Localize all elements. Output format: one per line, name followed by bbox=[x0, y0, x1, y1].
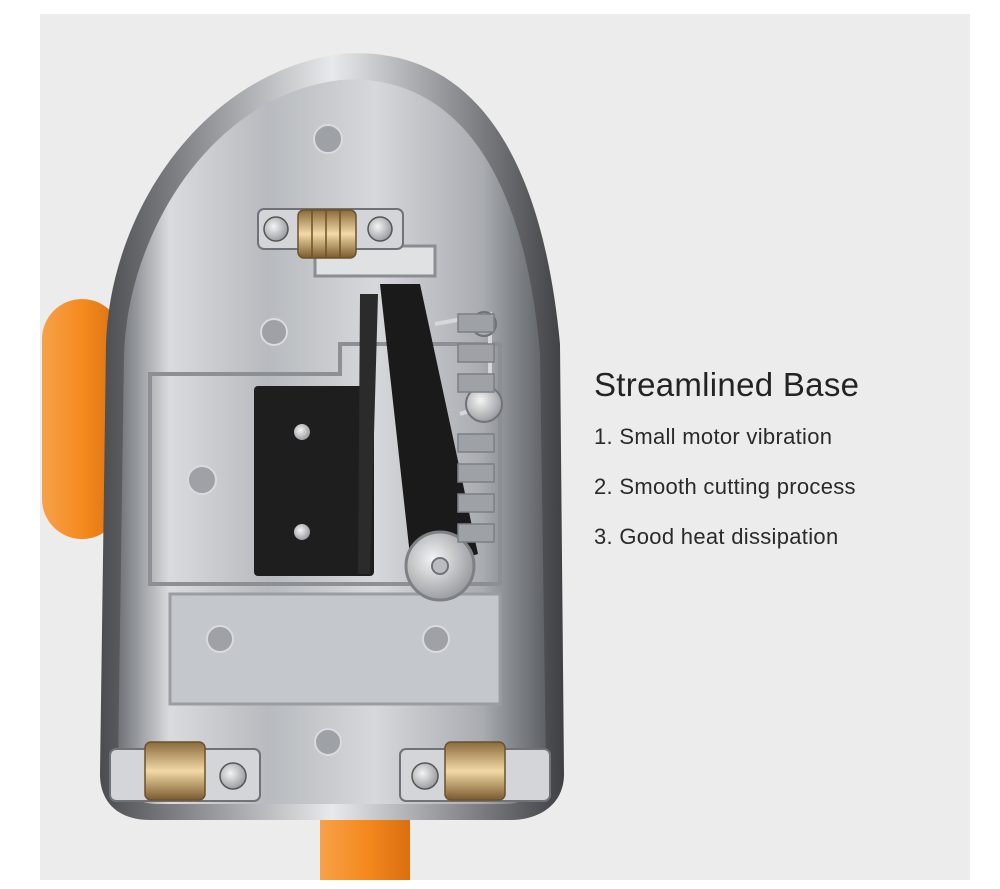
feature-title: Streamlined Base bbox=[594, 366, 860, 403]
feature-list: 1. Small motor vibration 2. Smooth cutti… bbox=[594, 426, 859, 548]
product-photo-panel: Streamlined Base 1. Small motor vibratio… bbox=[40, 14, 970, 880]
feature-point: 1. Small motor vibration bbox=[594, 424, 833, 449]
feature-point: 2. Smooth cutting process bbox=[594, 474, 856, 499]
feature-point: 3. Good heat dissipation bbox=[594, 524, 839, 549]
feature-copy: Streamlined Base 1. Small motor vibratio… bbox=[594, 366, 859, 576]
hot-knife-base-photo bbox=[42, 53, 564, 880]
